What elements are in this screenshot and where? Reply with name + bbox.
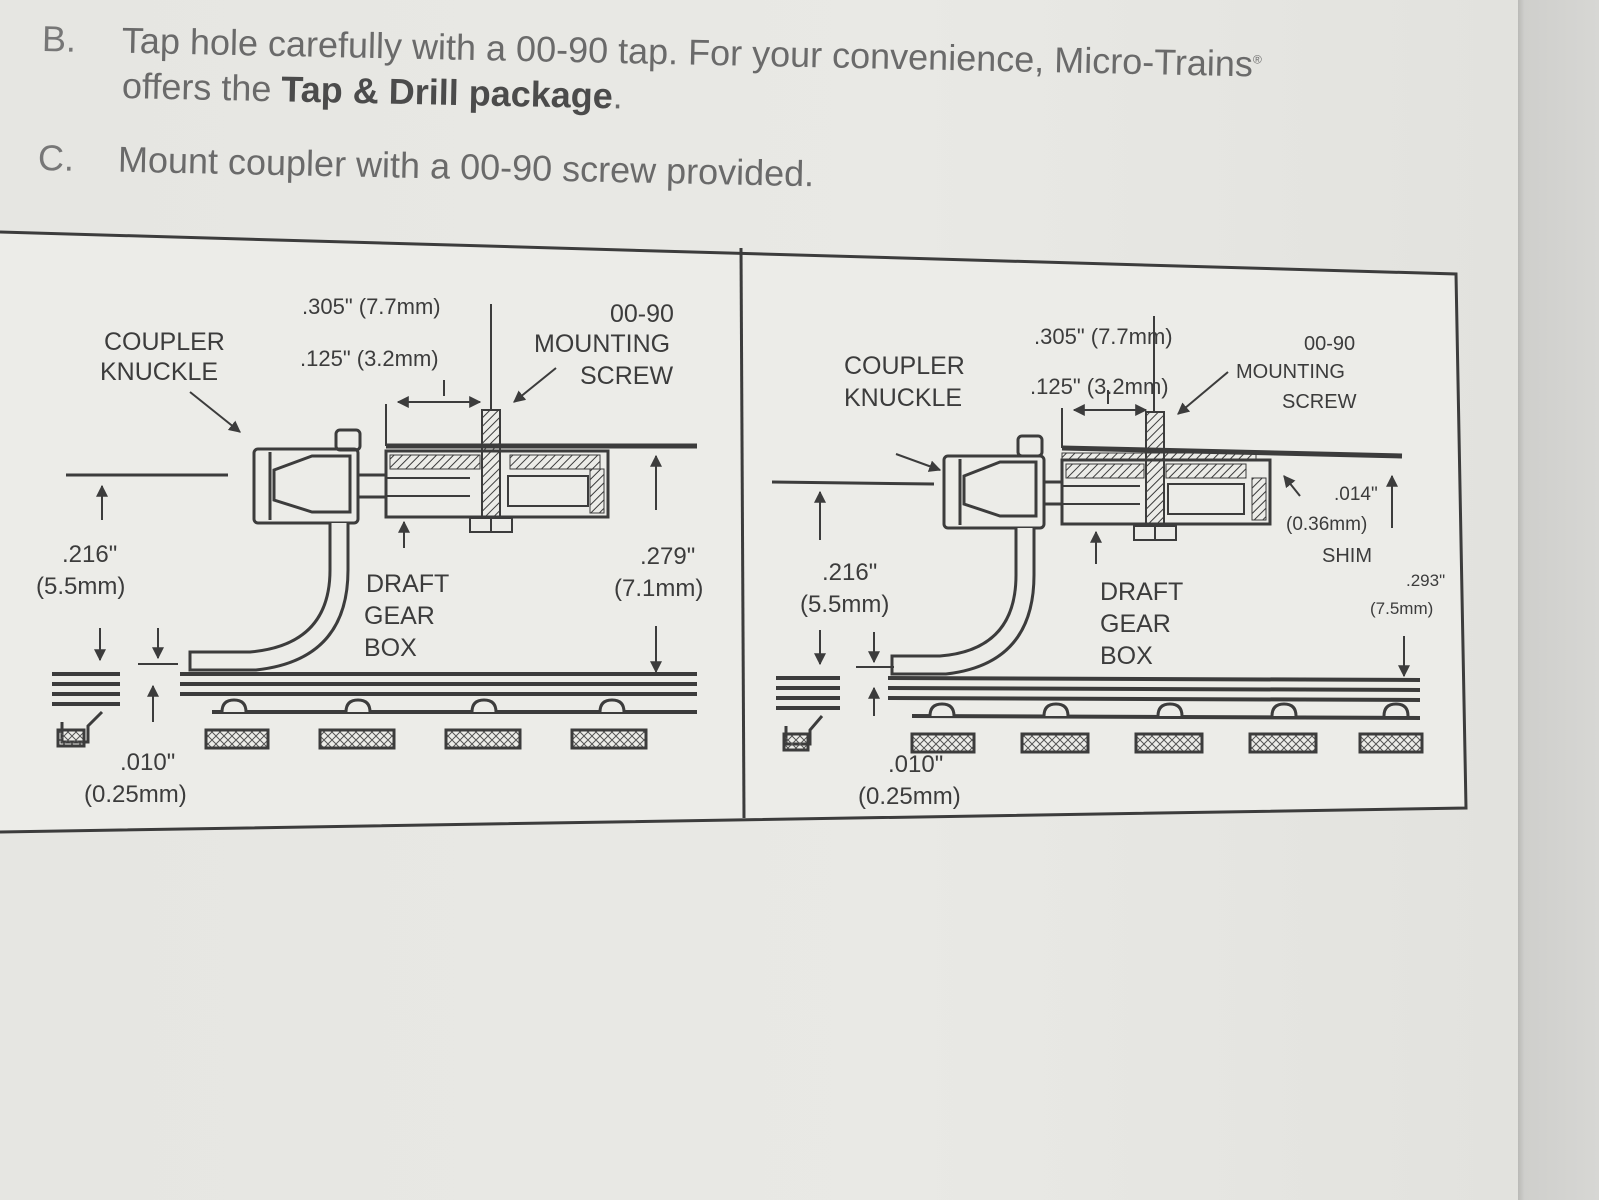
right-draft-label-3: BOX — [1100, 642, 1153, 670]
right-coupler-head — [942, 434, 1062, 530]
right-mounting-screw — [1133, 411, 1177, 541]
right-ties — [782, 702, 1424, 754]
right-dim-293-mm: (7.5mm) — [1370, 599, 1433, 618]
right-dim-216-inch: .216" — [822, 559, 877, 586]
sheet-edge-shadow — [1518, 0, 1599, 1200]
right-dim-293-inch: .293" — [1406, 571, 1445, 590]
left-screw-label-2: MOUNTING — [534, 330, 670, 358]
left-coupler-label-2: KNUCKLE — [100, 358, 218, 386]
right-draft-label-1: DRAFT — [1100, 578, 1183, 606]
left-dim-010-mm: (0.25mm) — [84, 781, 187, 808]
left-dim-216-mm: (5.5mm) — [36, 573, 125, 600]
right-dim-305: .305" (7.7mm) — [1034, 324, 1173, 349]
left-dim-279-mm: (7.1mm) — [614, 575, 703, 602]
left-dim-216-inch: .216" — [62, 541, 117, 568]
right-dim-014-inch: .014" — [1334, 484, 1378, 505]
right-dim-010-mm: (0.25mm) — [858, 783, 961, 810]
right-coupler-label-2: KNUCKLE — [844, 384, 962, 412]
left-dim-010-inch: .010" — [120, 749, 175, 776]
left-coupler-label-1: COUPLER — [104, 328, 225, 356]
right-dim-014-mm: (0.36mm) — [1286, 514, 1367, 535]
left-dim-125: .125" (3.2mm) — [300, 346, 439, 371]
left-screw-label-3: SCREW — [580, 362, 673, 390]
left-panel — [52, 304, 697, 750]
right-screw-label-2: MOUNTING — [1236, 361, 1345, 383]
left-ties — [56, 698, 648, 750]
right-car-floor — [1061, 445, 1403, 459]
right-dim-010-inch: .010" — [888, 751, 943, 778]
left-screw-label-1: 00-90 — [610, 300, 674, 328]
right-panel — [771, 316, 1424, 754]
right-dim-125: .125" (3.2mm) — [1030, 374, 1169, 399]
right-draft-label-2: GEAR — [1100, 610, 1171, 638]
right-screw-label-1: 00-90 — [1304, 333, 1355, 355]
right-draft-gear-box — [1060, 458, 1272, 526]
left-mounting-screw — [469, 409, 513, 533]
left-coupler-head — [252, 428, 386, 525]
right-rails — [776, 676, 1421, 720]
left-draft-label-2: GEAR — [364, 602, 435, 630]
right-screw-label-3: SCREW — [1282, 391, 1357, 413]
left-draft-label-1: DRAFT — [366, 570, 449, 598]
left-dim-305: .305" (7.7mm) — [302, 294, 441, 319]
left-trip-pin — [188, 523, 350, 672]
right-shim-label: SHIM — [1322, 545, 1372, 567]
left-dim-279-inch: .279" — [640, 543, 695, 570]
right-dim-216-mm: (5.5mm) — [800, 591, 889, 618]
right-trip-pin — [890, 528, 1036, 676]
right-coupler-label-1: COUPLER — [844, 352, 965, 380]
left-draft-label-3: BOX — [364, 634, 417, 662]
diagram-divider — [739, 247, 746, 819]
